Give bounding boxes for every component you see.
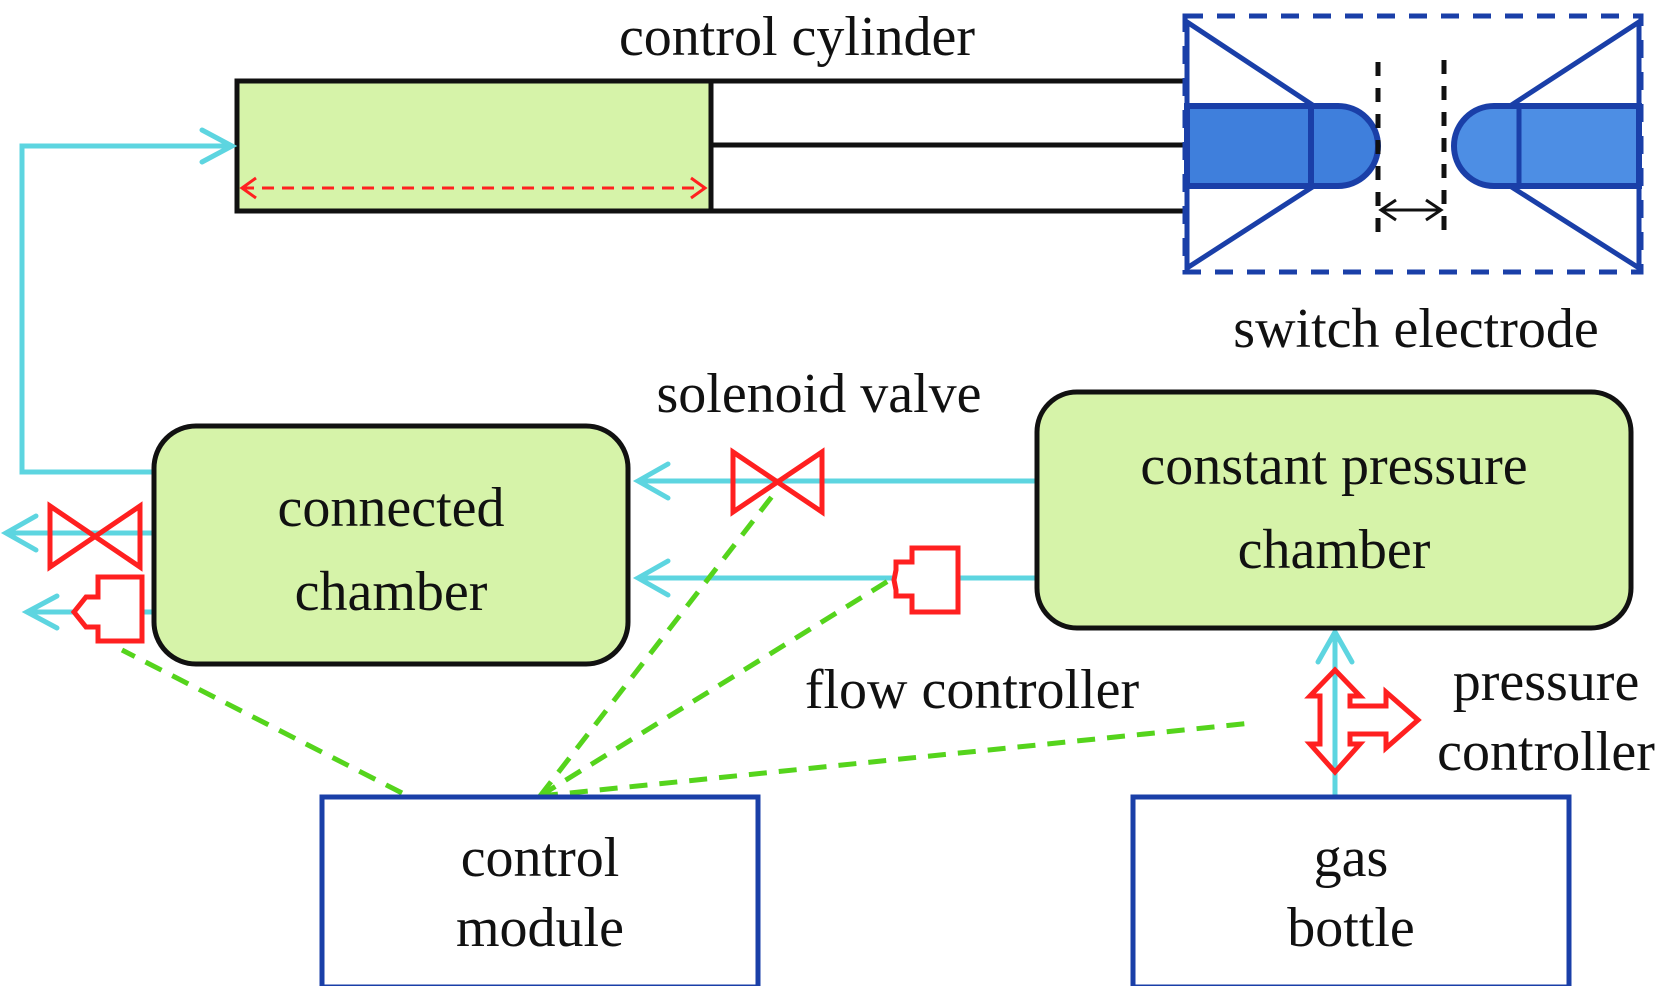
flow-controller-icon [891, 545, 961, 615]
signal-lines [120, 488, 1253, 799]
gas-line-flow-arrowhead [632, 558, 671, 598]
control-module: control module [319, 794, 761, 986]
connected-chamber-label-line1: connected [278, 477, 505, 539]
gas-line-solenoid-arrowhead [632, 461, 671, 501]
control-module-label-line2: module [456, 897, 624, 959]
signal-line-exhaust-flow [120, 647, 404, 796]
left-electrode [1184, 103, 1381, 189]
gas-bottle-label-line2: bottle [1287, 897, 1415, 959]
constant-pressure-label-line2: chamber [1238, 519, 1431, 581]
gas-line-to-cylinder [19, 143, 232, 475]
connected-chamber: connected chamber [151, 423, 631, 667]
gas-bottle-box [1130, 794, 1572, 986]
exhaust-flow-controller [70, 574, 145, 644]
gap-arrowhead-left [1378, 198, 1397, 222]
right-electrode [1451, 103, 1642, 189]
connected-chamber-label-line2: chamber [295, 561, 488, 623]
control-cylinder-label: control cylinder [619, 6, 975, 68]
exhaust-line-flow-arrowhead [21, 593, 60, 631]
switch-electrode [1182, 13, 1644, 275]
signal-line-flow [538, 575, 895, 799]
constant-pressure-chamber-box [1034, 389, 1634, 631]
signal-line-pressure [539, 720, 1253, 799]
pressure-controller-label-line1: pressure [1453, 651, 1640, 713]
gas-bottle-label-line1: gas [1314, 827, 1389, 889]
flow-controller [891, 545, 961, 615]
piston-stroke-arrowhead-left [239, 176, 257, 200]
control-module-box [319, 794, 761, 986]
control-module-label-line1: control [461, 827, 620, 889]
pressure-controller-icon [1304, 666, 1422, 776]
signal-line-solenoid [538, 488, 779, 798]
pressure-controller-label-line2: controller [1437, 721, 1655, 783]
gas-line-bottle-arrowhead [1315, 626, 1355, 665]
gap-arrowhead-right [1425, 198, 1444, 222]
solenoid-valve-icon [730, 447, 825, 517]
constant-pressure-chamber: constant pressure chamber [1034, 389, 1634, 631]
exhaust-flow-controller-icon [70, 574, 145, 644]
cylinder-inlet-arrowhead [199, 127, 238, 165]
switch-electrode-label: switch electrode [1233, 298, 1598, 360]
connected-chamber-box [151, 423, 631, 667]
cylinder-chamber [234, 78, 714, 214]
constant-pressure-label-line1: constant pressure [1140, 435, 1527, 497]
gas-bottle: gas bottle [1130, 794, 1572, 986]
piston-stroke-arrowhead-right [690, 176, 708, 200]
flow-controller-label: flow controller [805, 659, 1140, 721]
exhaust-solenoid-valve-icon [47, 501, 143, 572]
solenoid-valve [730, 447, 825, 517]
control-cylinder [234, 78, 1185, 214]
solenoid-valve-label: solenoid valve [656, 363, 981, 425]
exhaust-line-solenoid-arrowhead [0, 513, 39, 553]
pressure-controller [1304, 666, 1422, 776]
exhaust-solenoid-valve [47, 501, 143, 572]
